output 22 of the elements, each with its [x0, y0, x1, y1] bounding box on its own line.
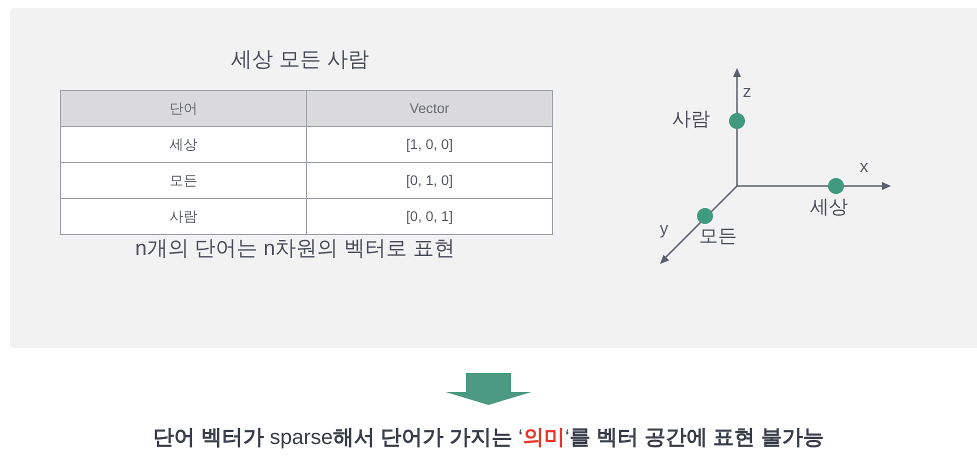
table-title: 세상 모든 사람 [230, 47, 370, 73]
table-cell: 모든 [60, 162, 306, 198]
axis-label: z [742, 82, 752, 102]
point-label: 사람 [672, 108, 710, 132]
axis-label: y [660, 219, 668, 239]
down-arrow [446, 373, 532, 405]
table-cell: [1, 0, 0] [306, 126, 552, 162]
data-point [697, 208, 713, 224]
conclusion-text: 단어 벡터가 sparse해서 단어가 가지는 ‘의미‘를 벡터 공간에 표현 불가능 [153, 424, 824, 452]
point-label: 세상 [810, 196, 848, 220]
column-header: Vector [306, 90, 552, 126]
table-cell: [0, 1, 0] [306, 162, 552, 198]
table-cell: [0, 0, 1] [306, 198, 552, 234]
data-point [828, 178, 844, 194]
column-header: 단어 [60, 90, 306, 126]
data-point [729, 113, 745, 129]
table-cell: 세상 [60, 126, 306, 162]
caption-text: n개의 단어는 n차원의 벡터로 표현 [134, 236, 456, 262]
content-panel [10, 8, 977, 348]
point-label: 모든 [699, 225, 737, 249]
table-cell: 사람 [60, 198, 306, 234]
axis-label: x [860, 157, 868, 177]
